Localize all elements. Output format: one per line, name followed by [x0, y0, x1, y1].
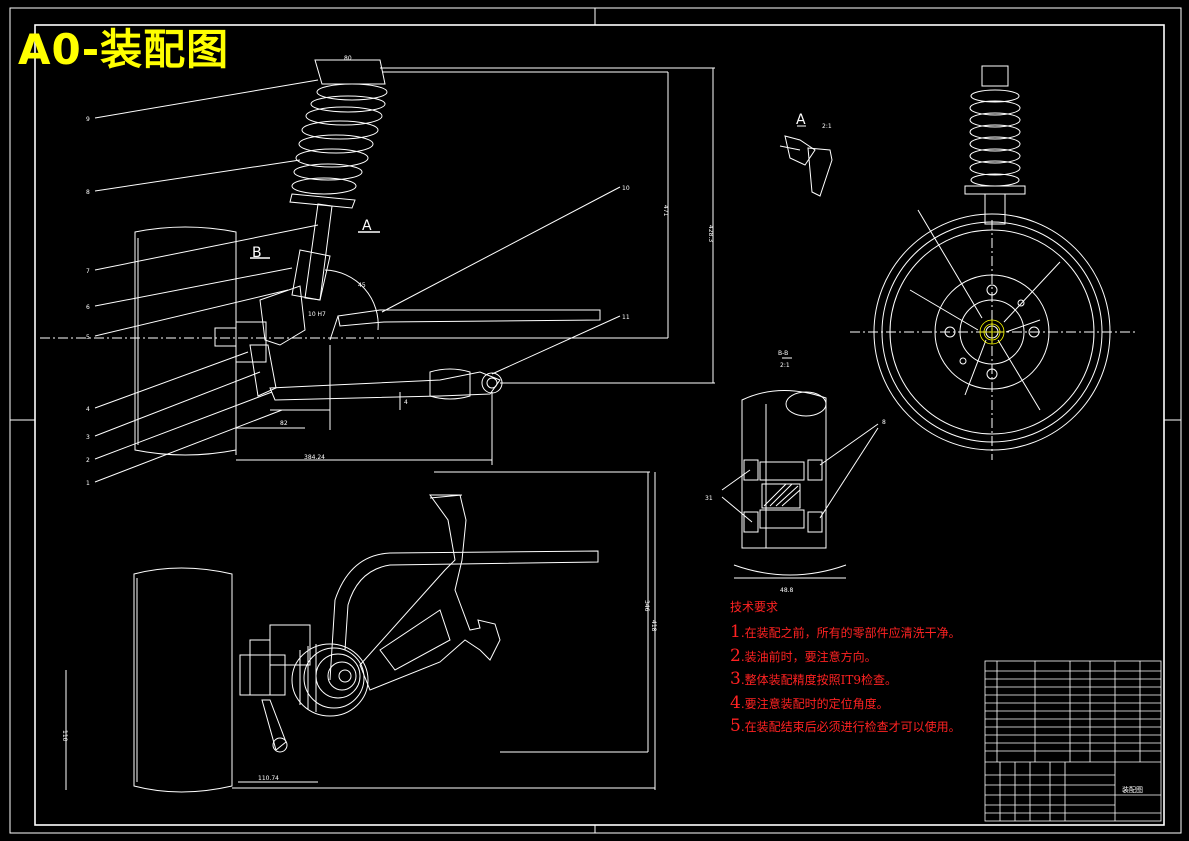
dim-top-span: 471	[662, 205, 669, 217]
leader-label-10: 10	[622, 185, 630, 192]
leader-11	[491, 315, 621, 375]
detail-a	[779, 125, 833, 197]
technical-note-3: 3.整体装配精度按照IT9检查。	[730, 669, 898, 689]
dim-low-height: 418	[650, 620, 657, 632]
coil-spring	[289, 59, 388, 209]
section-bb	[721, 357, 879, 579]
leader-5	[94, 289, 289, 337]
section-bb-scale: 2:1	[780, 362, 790, 369]
leader-3	[94, 371, 261, 437]
dim-bolt-width: 48.8	[780, 587, 794, 594]
technical-note-1: 1.在装配之前，所有的零部件应清洗干净。	[730, 622, 961, 642]
detail-a-scale: 2:1	[822, 123, 832, 130]
leader-10	[381, 186, 621, 313]
wheel-top-view	[133, 567, 233, 793]
sheet-border	[9, 7, 1182, 834]
leader-label-7: 7	[86, 268, 90, 275]
leader-label-5: 5	[86, 334, 90, 341]
dim-right-span: 428.3	[707, 225, 714, 242]
front-view	[40, 59, 715, 483]
dim-rod: 10 H7	[308, 311, 326, 318]
title-block	[984, 660, 1162, 822]
technical-note-5: 5.在装配结束后必须进行检查才可以使用。	[730, 716, 961, 736]
dim-angle-small: 4	[404, 399, 408, 406]
leader-4	[94, 351, 249, 409]
dim-spring-top: 80	[344, 55, 352, 62]
top-view-labels: 418 346 110 110.74	[61, 600, 657, 782]
section-mark-b: B	[252, 245, 262, 261]
leader-label-1: 1	[86, 480, 90, 487]
dim-low-left: 110	[61, 730, 68, 742]
dim-low-bottom: 110.74	[258, 775, 279, 782]
leader-6	[94, 267, 293, 307]
wheel-front-view	[134, 226, 237, 456]
side-view	[850, 65, 1135, 460]
side-view-highlight	[979, 319, 1005, 345]
brake-drum	[291, 643, 369, 717]
title-block-drawing-name: 装配图	[1122, 786, 1143, 794]
leader-label-11: 11	[622, 314, 630, 321]
leader-label-9: 9	[86, 116, 90, 123]
leader-7	[94, 224, 319, 271]
section-bb-label: B-B	[778, 350, 788, 357]
leader-label-4: 4	[86, 406, 90, 413]
coil-spring-side	[964, 65, 1026, 225]
top-view	[65, 471, 656, 793]
technical-notes-heading: 技术要求	[730, 600, 779, 614]
leader-label-3: 3	[86, 434, 90, 441]
bolt-ref-right: 8	[882, 419, 886, 426]
section-mark-a: A	[362, 218, 372, 234]
sheet-title: A0-装配图	[18, 25, 230, 74]
technical-note-2: 2.装油前时，要注意方向。	[730, 645, 877, 666]
technical-note-4: 4.要注意装配时的定位角度。	[730, 692, 889, 713]
leader-label-2: 2	[86, 457, 90, 464]
leader-2	[94, 391, 273, 460]
leader-label-6: 6	[86, 304, 90, 311]
front-view-labels: 9 8 7 6 5 4 3 2 1 10 11 80 471 428.3 82 …	[86, 55, 714, 487]
leader-label-8: 8	[86, 189, 90, 196]
leader-8	[94, 159, 301, 192]
detail-a-label: A	[796, 112, 806, 128]
dim-track: 384.24	[304, 454, 325, 461]
leader-9	[94, 79, 319, 119]
dim-low-height-inner: 346	[643, 600, 650, 612]
leader-1	[94, 409, 283, 483]
dim-wheel-angle: 45	[358, 282, 366, 289]
bolt-ref-left: 31	[705, 495, 713, 502]
technical-notes: 技术要求 1.在装配之前，所有的零部件应清洗干净。 2.装油前时，要注意方向。 …	[730, 598, 961, 739]
dim-arm-width: 82	[280, 420, 288, 427]
